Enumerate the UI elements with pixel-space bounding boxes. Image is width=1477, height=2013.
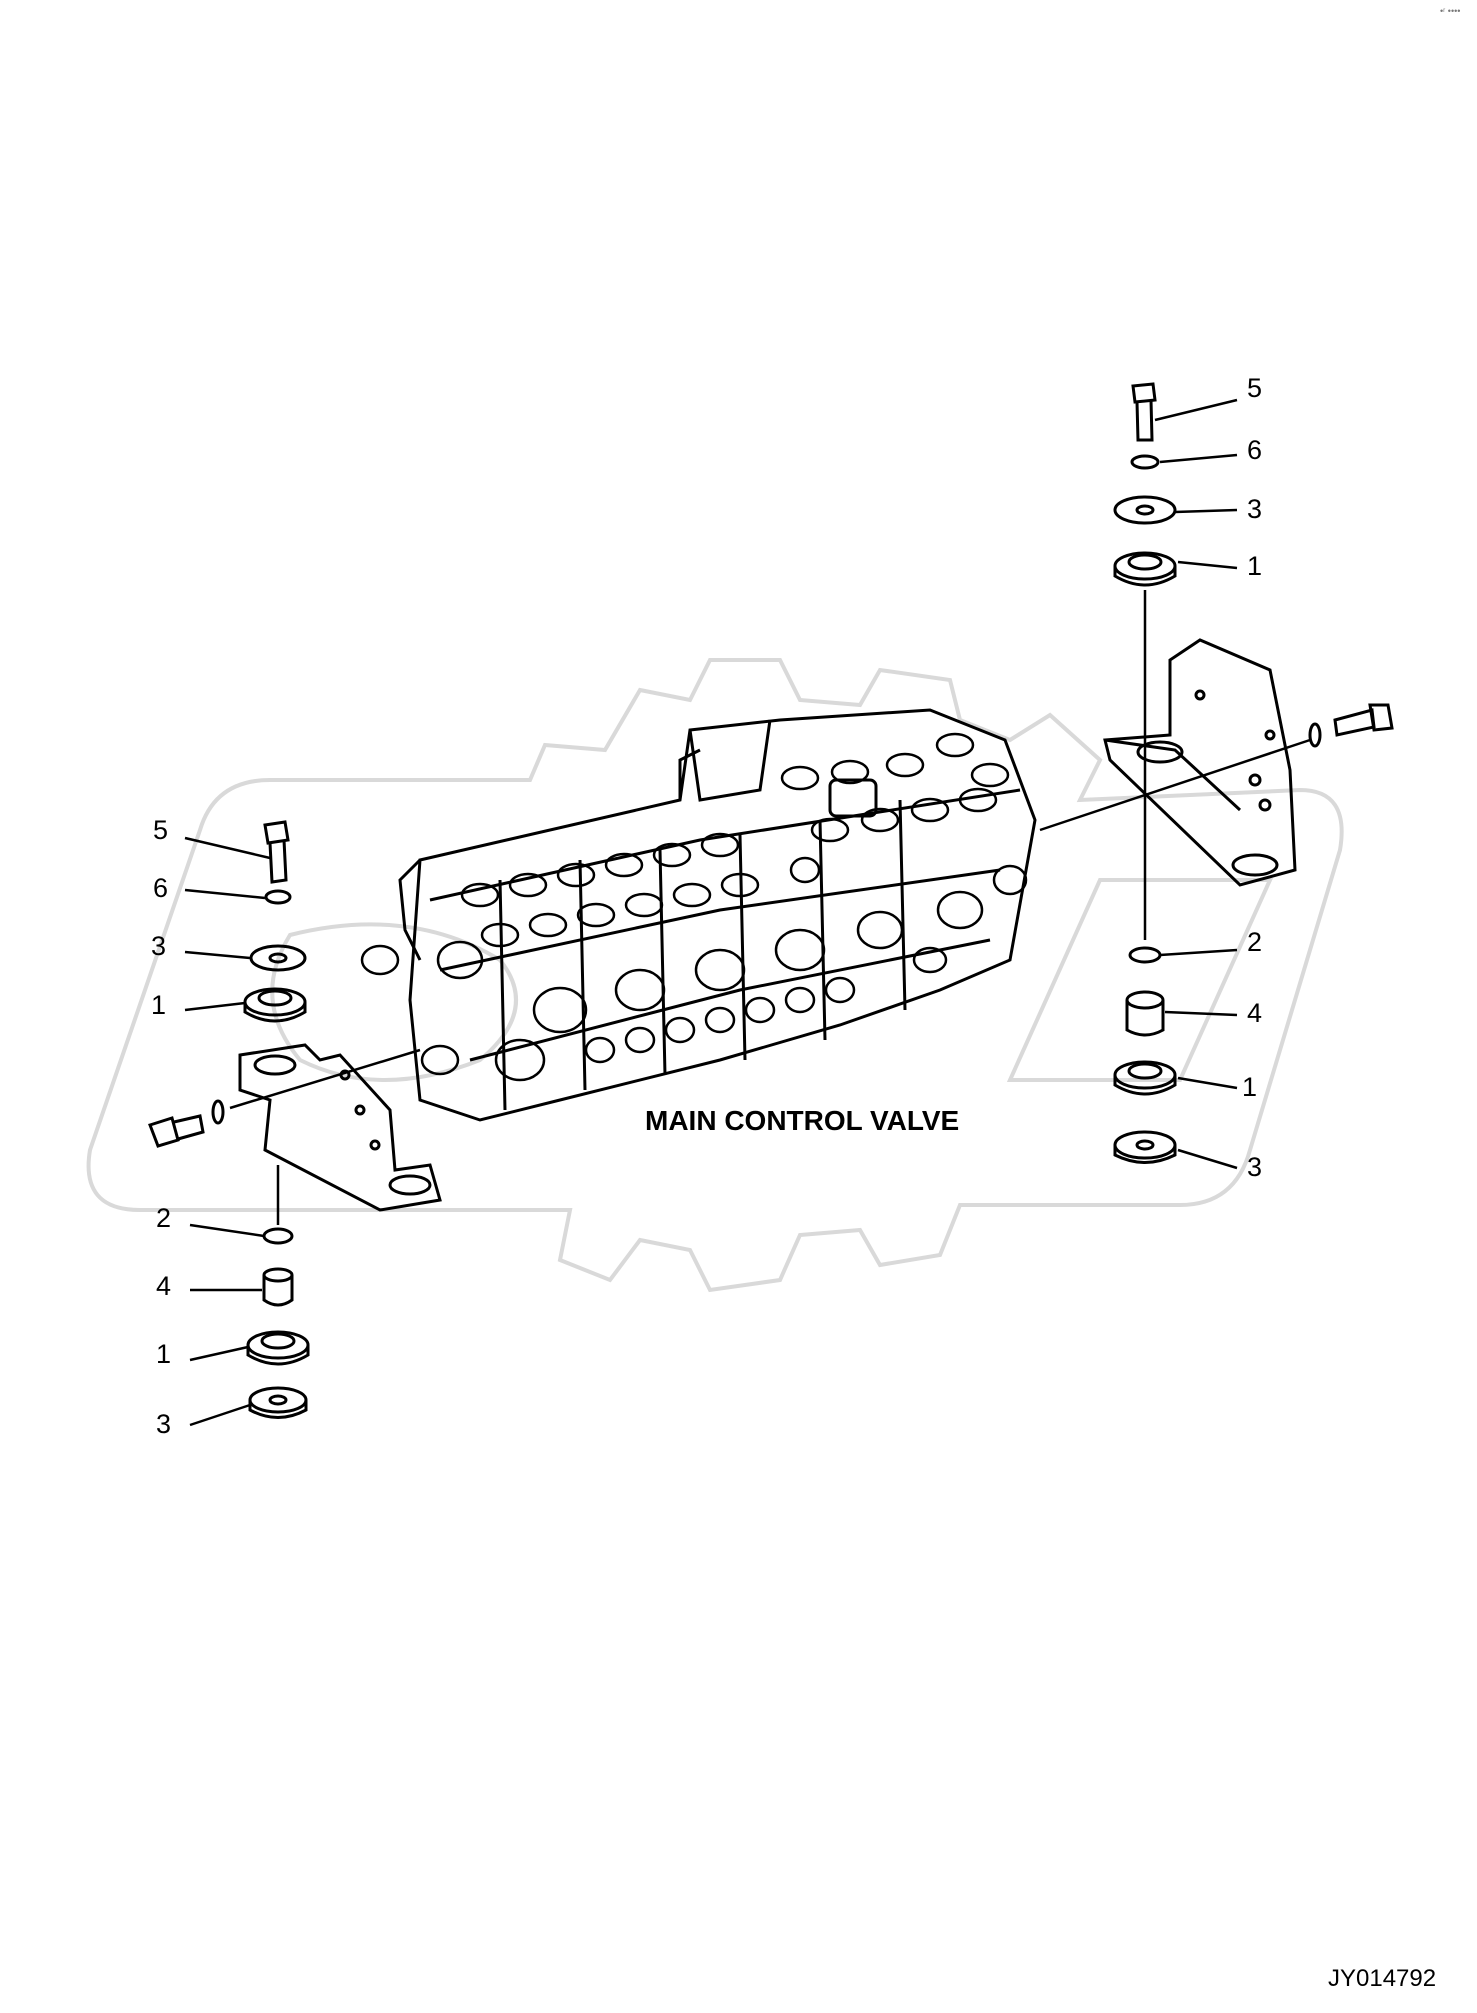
callout-right-1-lower: 1: [1242, 1072, 1257, 1102]
callout-left-5: 5: [153, 815, 168, 845]
callout-right-2: 2: [1247, 927, 1262, 957]
assembly-lines: [229, 590, 1311, 1225]
right-stack: [1113, 382, 1177, 1164]
callout-right-6: 6: [1247, 435, 1262, 465]
callout-left-4: 4: [156, 1271, 171, 1301]
callout-right-3-upper: 3: [1247, 494, 1262, 524]
drawing-number: JY014792: [1328, 1965, 1436, 1992]
callout-right-4: 4: [1247, 998, 1262, 1028]
corner-mark: •ʳ ••••: [1440, 6, 1460, 16]
right-callouts: 5 6 3 1 2 4 1 3: [1242, 373, 1262, 1182]
callout-left-1-lower: 1: [156, 1339, 171, 1369]
leader-lines: [184, 398, 1238, 1427]
left-side-bolt: [148, 1099, 225, 1148]
callout-left-6: 6: [153, 873, 168, 903]
main-control-valve: [360, 708, 1037, 1122]
callout-left-3-upper: 3: [151, 931, 166, 961]
callout-right-1-upper: 1: [1247, 551, 1262, 581]
right-side-bolt: [1308, 703, 1394, 748]
left-stack: [243, 820, 310, 1419]
left-bracket: [238, 1043, 442, 1212]
left-callouts: 5 6 3 1 2 4 1 3: [151, 815, 171, 1439]
diagram-caption: MAIN CONTROL VALVE: [645, 1105, 959, 1136]
callout-left-2: 2: [156, 1203, 171, 1233]
watermark-logo: [86, 658, 1344, 1293]
callout-left-1-upper: 1: [151, 990, 166, 1020]
callout-right-5: 5: [1247, 373, 1262, 403]
right-bracket: [1103, 638, 1297, 887]
callout-right-3-lower: 3: [1247, 1152, 1262, 1182]
callout-left-3-lower: 3: [156, 1409, 171, 1439]
